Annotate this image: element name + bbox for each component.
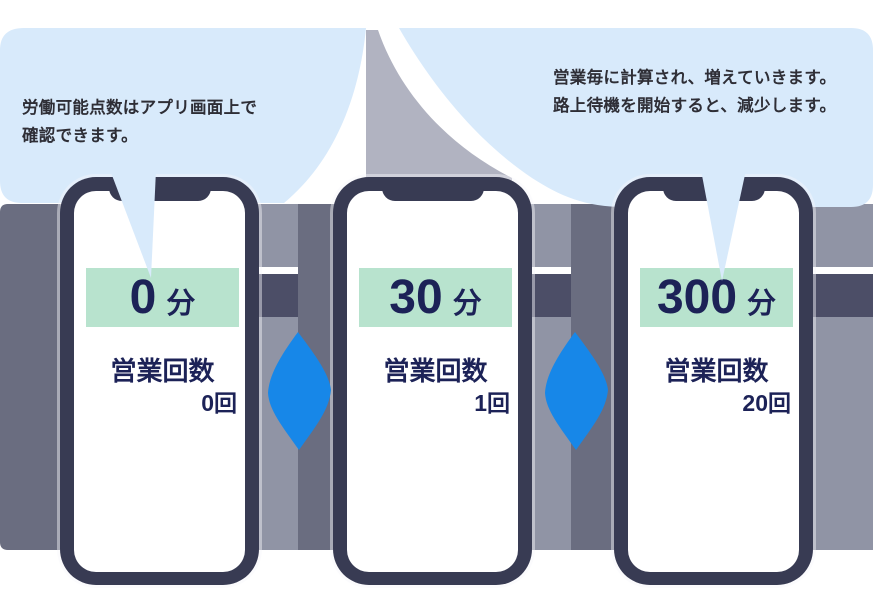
- phone-3-minutes-value: 300: [656, 271, 738, 324]
- phone-mockup-1: 0 分 営業回数 0回: [60, 177, 259, 585]
- phone-1-minutes-unit: 分: [166, 288, 196, 320]
- phone-2-notch: [381, 177, 484, 201]
- phone-1-notch: [108, 177, 211, 201]
- phone-3-notch: [662, 177, 765, 201]
- phone-3-minutes-box: 300 分: [640, 268, 793, 327]
- phone-1-sales-count: 0回: [201, 390, 237, 416]
- right-bubble-line1: 営業毎に計算され、増えていきます。: [553, 69, 837, 87]
- speech-bubble-left: [0, 28, 366, 203]
- phone-2-screen: [347, 191, 518, 572]
- phone-3-sales-count: 20回: [742, 390, 791, 416]
- left-bubble-text: 労働可能点数はアプリ画面上で 確認できます。: [22, 94, 257, 150]
- phone-2-minutes-value: 30: [389, 271, 443, 324]
- phone-2-minutes-unit: 分: [452, 288, 482, 320]
- phone-3-sales-label: 営業回数: [664, 356, 769, 386]
- phone-2-sales-count: 1回: [474, 390, 510, 416]
- backdrop-dark-strip-mid2: [571, 204, 616, 550]
- left-bubble-line2: 確認できます。: [22, 127, 138, 145]
- phone-1-sales-label: 営業回数: [110, 356, 215, 386]
- left-bubble-line1: 労働可能点数はアプリ画面上で: [22, 99, 258, 117]
- gray-wedge-shape: [366, 30, 512, 205]
- phone-1-minutes-box: 0 分: [86, 268, 239, 327]
- right-bubble-line2: 路上待機を開始すると、減少します。: [553, 97, 837, 115]
- phone-2-sales-label: 営業回数: [383, 356, 488, 386]
- phone-mockup-2: 30 分 営業回数 1回: [333, 177, 532, 585]
- right-bubble-text: 営業毎に計算され、増えていきます。 路上待機を開始すると、減少します。: [553, 64, 836, 120]
- phone-3-minutes-unit: 分: [747, 288, 777, 320]
- phone-1-screen: [74, 191, 245, 572]
- phone-1-minutes-value: 0: [129, 271, 157, 324]
- phone-2-minutes-box: 30 分: [359, 268, 512, 327]
- backdrop-dark-strip-mid1: [298, 204, 335, 550]
- speech-bubble-right: [399, 28, 873, 207]
- backdrop-dark-strip-left: [0, 204, 60, 550]
- phone-mockup-3: 300 分 営業回数 20回: [614, 177, 813, 585]
